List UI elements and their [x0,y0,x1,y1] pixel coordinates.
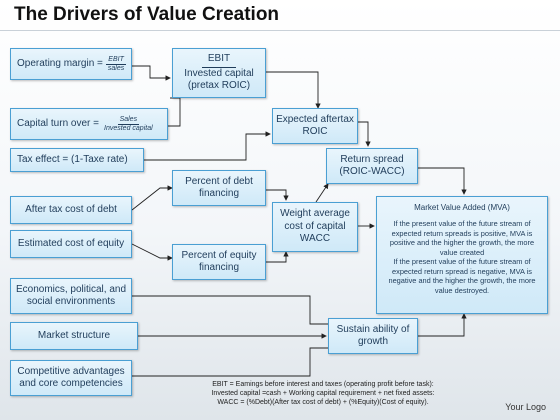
wacc-label: Weight average cost of capital WACC [280,208,350,245]
pct-equity-label: Percent of equity financing [181,249,257,274]
expected-aftertax-roic-label: Expected aftertax ROIC [276,113,354,138]
mva-heading: Market Value Added (MVA) [414,203,510,212]
after-tax-cost-debt-box: After tax cost of debt [10,196,132,224]
capital-turnover-fraction: Sales Invested capital [102,116,155,132]
arrow-equity-to-pct-equity [131,243,173,261]
operating-margin-label: Operating margin = [17,57,103,69]
arrow-roic-to-spread [358,121,371,147]
economics-box: Economics, political, and social environ… [10,278,132,314]
page-title: The Drivers of Value Creation [14,4,280,25]
operating-margin-denominator: sales [107,64,125,72]
arrow-margin-to-ebit [132,65,171,81]
arrow-spread-to-mva [418,167,467,195]
competitive-box: Competitive advantages and core competen… [10,360,132,396]
cost-equity-label: Estimated cost of equity [17,237,125,249]
ebit-numerator: EBIT [201,53,237,68]
arrow-ebit-to-roic [266,71,321,109]
after-tax-cost-debt-label: After tax cost of debt [25,203,117,215]
capital-turnover-label: Capital turn over = [17,117,99,129]
arrow-pct-equity-to-wacc [266,251,289,263]
definitions-footnote: EBIT = Eamings before interest and taxes… [178,380,468,407]
title-divider [0,30,560,31]
arrow-economics-to-sustain [132,295,328,325]
arrow-turnover-to-ebit [168,97,181,127]
arrow-pct-debt-to-wacc [266,189,289,201]
tax-effect-box: Tax effect = (1-Taxe rate) [10,148,144,172]
operating-margin-fraction: EBIT sales [106,56,126,72]
footnote-wacc: WACC = (%Debt)(After tax cost of debt) +… [217,399,429,407]
footnote-invested-capital: Invested capital =cash + Working capital… [211,390,435,398]
return-spread-label: Return spread (ROIC-WACC) [339,153,405,178]
arrow-sustain-to-mva [418,313,467,337]
arrow-wacc-to-spread [315,183,329,203]
market-structure-box: Market structure [10,322,138,350]
ebit-ratio-box: EBIT Invested capital (pretax ROIC) [172,48,266,98]
operating-margin-box: Operating margin = EBIT sales [10,48,132,80]
mva-positive-text: If the present value of the future strea… [389,219,535,257]
mva-box: Market Value Added (MVA) If the present … [376,196,548,314]
logo-text: Your Logo [505,402,546,412]
pct-debt-box: Percent of debt financing [172,170,266,206]
arrow-debt-to-pct-debt [131,185,173,211]
footnote-ebit: EBIT = Eamings before interest and taxes… [212,381,434,388]
capital-turnover-denominator: Invested capital [104,124,153,132]
pct-equity-box: Percent of equity financing [172,244,266,280]
arrow-competitive-to-sustain [132,347,328,377]
competitive-label: Competitive advantages and core competen… [17,365,125,390]
wacc-box: Weight average cost of capital WACC [272,202,358,252]
mva-negative-text: If the present value of the future strea… [388,257,536,295]
pct-debt-label: Percent of debt financing [185,175,253,200]
market-structure-label: Market structure [37,329,111,341]
arrow-tax-to-roic [144,131,271,161]
operating-margin-numerator: EBIT [106,55,126,65]
sustain-growth-label: Sustain ability of growth [336,323,410,348]
economics-label: Economics, political, and social environ… [15,283,127,308]
capital-turnover-box: Capital turn over = Sales Invested capit… [10,108,168,140]
ebit-pretax-roic: (pretax ROIC) [187,80,251,92]
return-spread-box: Return spread (ROIC-WACC) [326,148,418,184]
sustain-growth-box: Sustain ability of growth [328,318,418,354]
cost-equity-box: Estimated cost of equity [10,230,132,258]
expected-aftertax-roic-box: Expected aftertax ROIC [272,108,358,144]
ebit-denominator: Invested capital [184,67,254,79]
tax-effect-label: Tax effect = (1-Taxe rate) [17,153,128,165]
capital-turnover-numerator: Sales [117,115,140,125]
